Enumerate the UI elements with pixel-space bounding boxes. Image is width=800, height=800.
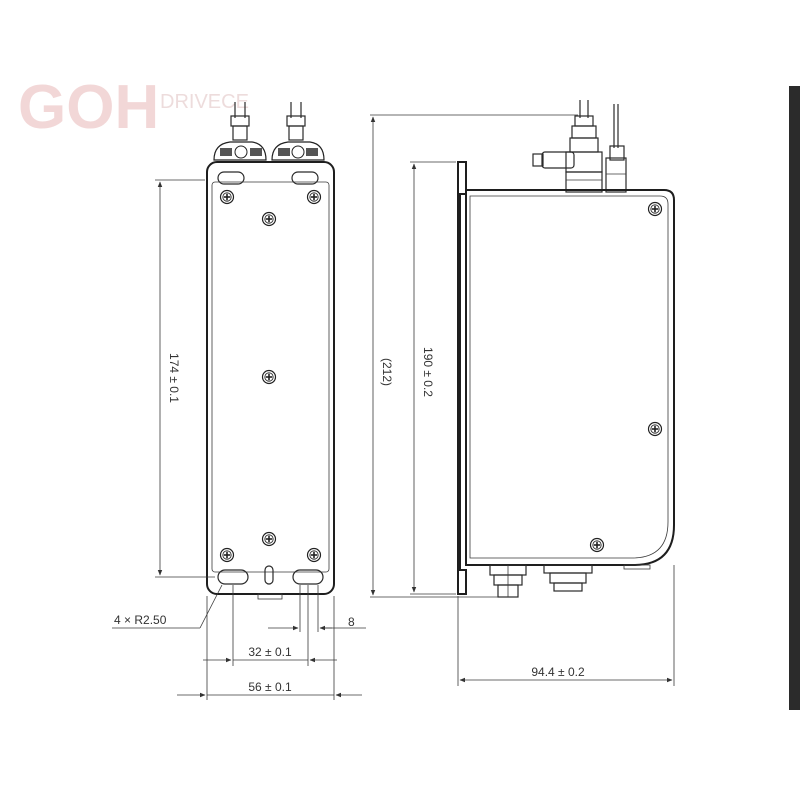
dim-front-height: 174 ± 0.1 bbox=[155, 179, 215, 578]
dim-total-width: 56 ± 0.1 bbox=[177, 596, 362, 700]
side-bottom-connector-right bbox=[543, 564, 593, 592]
watermark-subtext: DRIVECE bbox=[160, 91, 249, 113]
dim-radius: 4 × R2.50 bbox=[112, 584, 223, 629]
watermark-text: GOH bbox=[18, 73, 159, 142]
right-edge-bar bbox=[789, 86, 800, 710]
dim-total-width-label: 56 ± 0.1 bbox=[248, 680, 292, 694]
front-fitting-left bbox=[213, 102, 267, 161]
side-fitting bbox=[532, 100, 627, 193]
front-fitting-right bbox=[271, 102, 325, 161]
dim-total-height-label: (212) bbox=[380, 358, 394, 386]
dim-hole-spacing-label: 32 ± 0.1 bbox=[248, 645, 292, 659]
dim-side-width-label: 94.4 ± 0.2 bbox=[531, 665, 585, 679]
dim-slot-width-label: 8 bbox=[348, 615, 355, 629]
dim-hole-spacing: 32 ± 0.1 bbox=[203, 585, 337, 666]
dim-side-height: 190 ± 0.2 bbox=[410, 161, 456, 595]
watermark-logo: GOH DRIVECE bbox=[18, 73, 249, 142]
front-view bbox=[206, 102, 335, 600]
dim-front-height-label: 174 ± 0.1 bbox=[167, 353, 181, 403]
side-bottom-connector-left bbox=[489, 564, 527, 598]
dim-slot-width: 8 bbox=[268, 585, 366, 632]
side-view bbox=[457, 100, 675, 598]
dim-radius-label: 4 × R2.50 bbox=[114, 613, 167, 627]
dim-side-width: 94.4 ± 0.2 bbox=[457, 565, 675, 686]
dim-total-height: (212) bbox=[370, 114, 578, 598]
dim-side-height-label: 190 ± 0.2 bbox=[421, 347, 435, 397]
